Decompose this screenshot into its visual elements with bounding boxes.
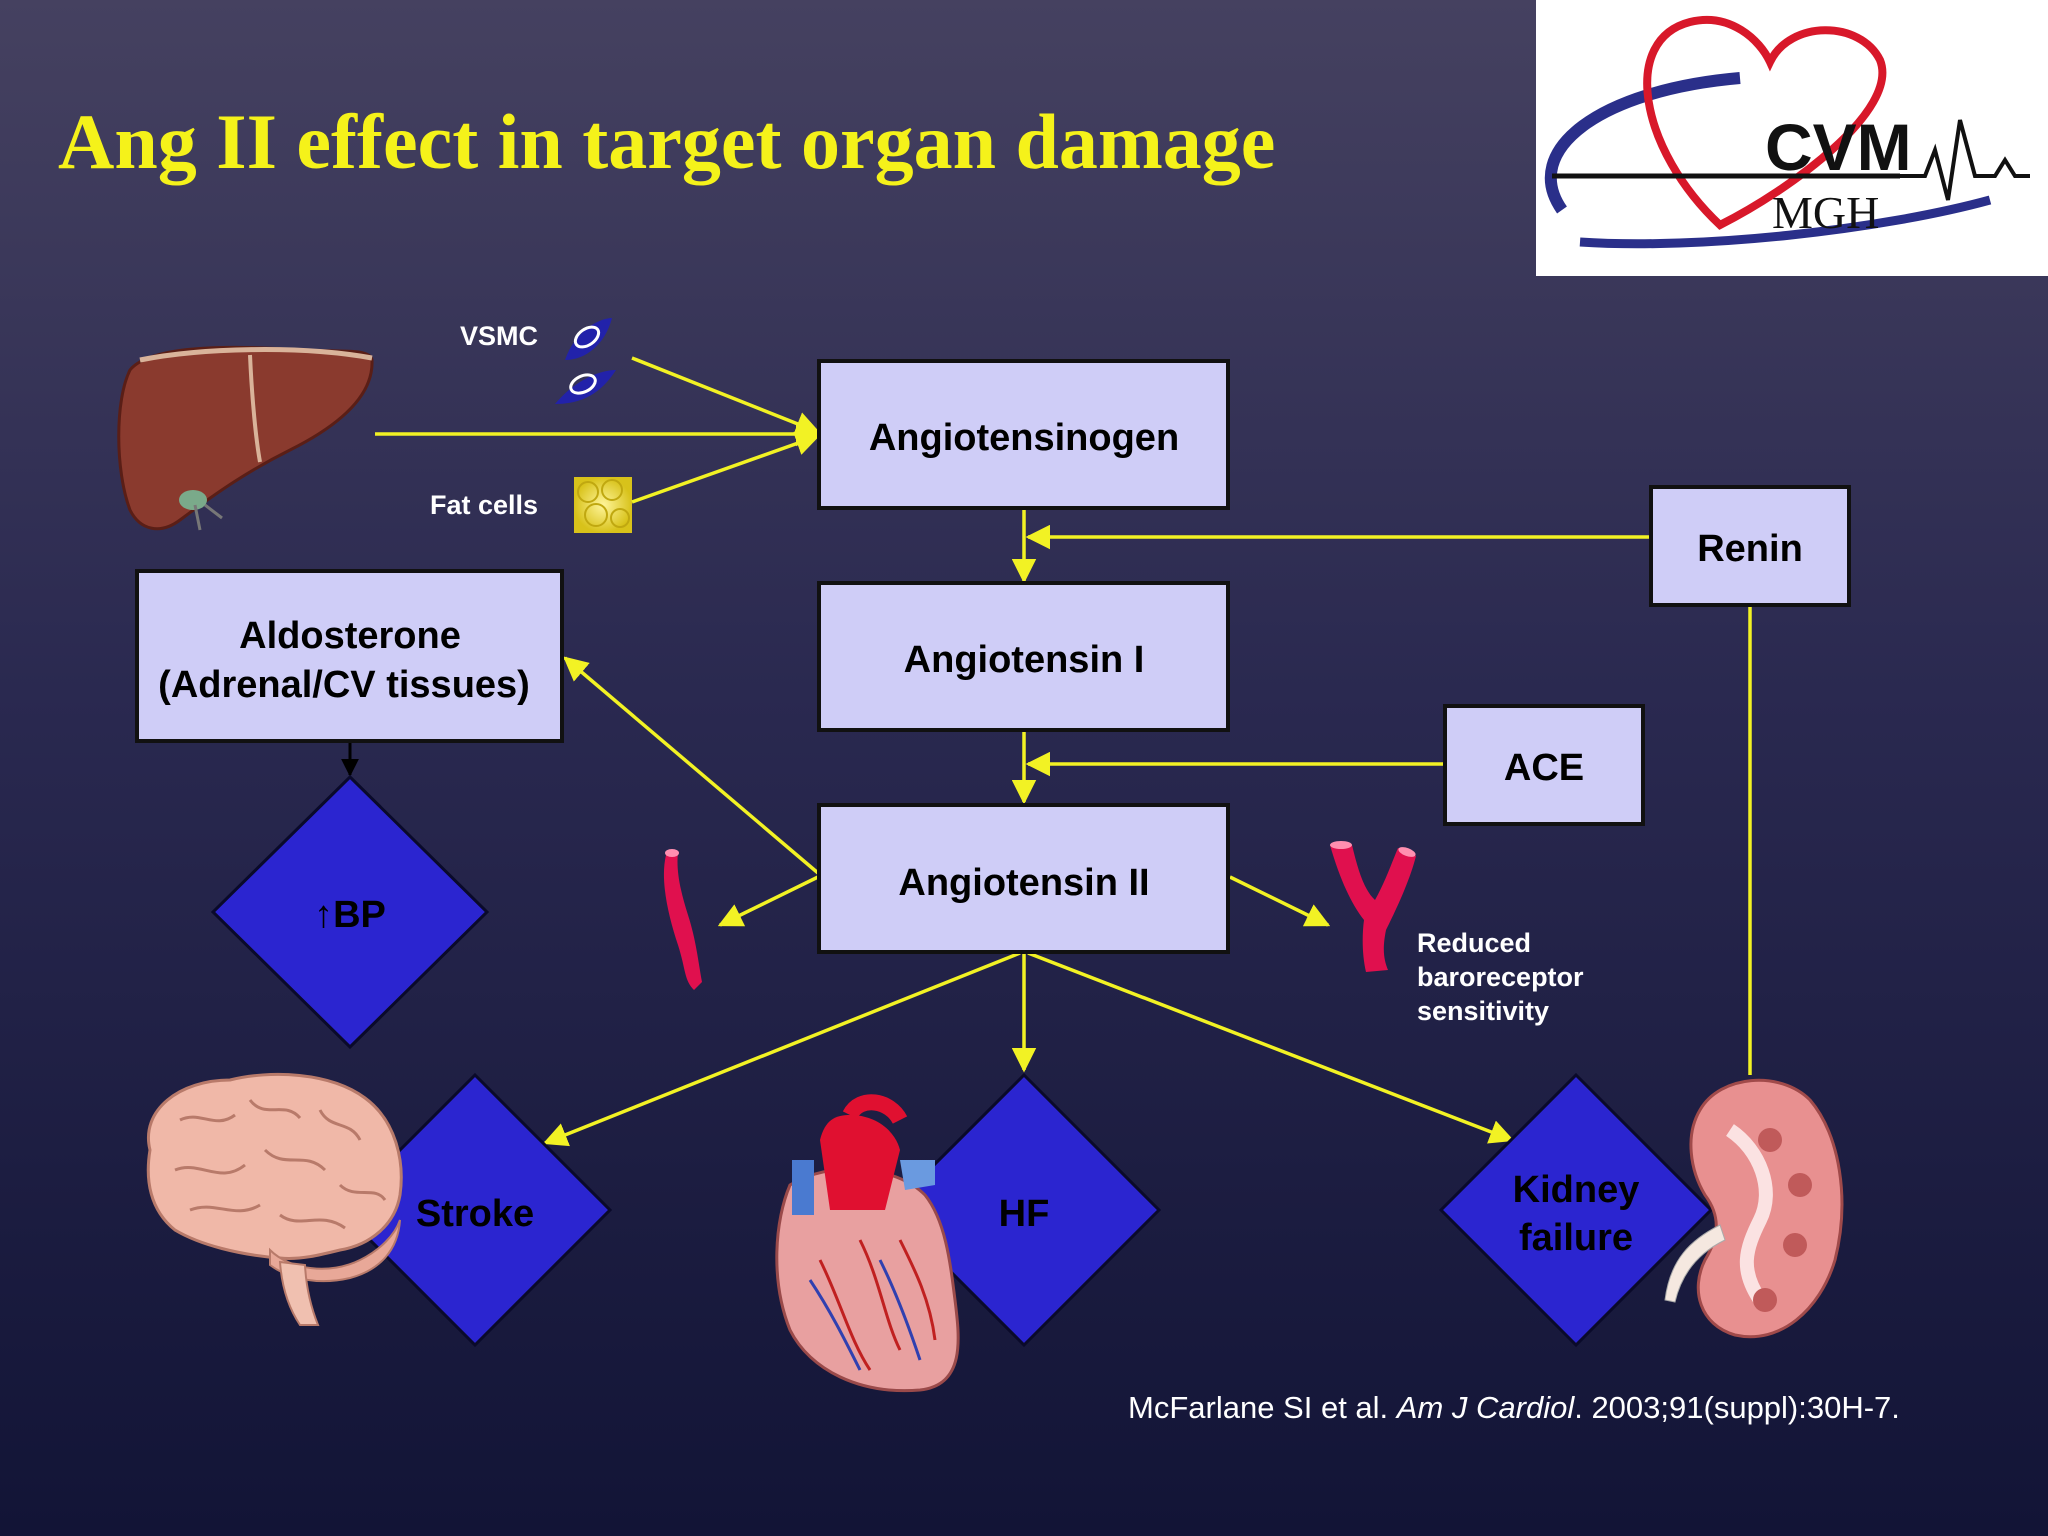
citation-journal: Am J Cardiol <box>1395 1390 1576 1425</box>
heart-icon <box>775 1094 960 1393</box>
outcome-stroke-label: Stroke <box>416 1193 534 1235</box>
arrow-to-vessel <box>717 875 819 927</box>
box-angiotensin-ii-label: Angiotensin II <box>898 862 1149 904</box>
box-ace-label: ACE <box>1504 747 1584 789</box>
baroreceptor-vessel-icon <box>1330 841 1416 972</box>
outcome-hf: HF <box>886 1072 1162 1348</box>
baroreceptor-label-line3: sensitivity <box>1417 996 1549 1026</box>
fat-cells-label: Fat cells <box>430 490 538 520</box>
box-angiotensinogen: Angiotensinogen <box>817 359 1230 510</box>
baroreceptor-label-line1: Reduced <box>1417 928 1531 958</box>
logo-text-cvm: CVM <box>1765 110 1912 184</box>
box-angiotensinogen-label: Angiotensinogen <box>869 417 1179 459</box>
box-renin-label: Renin <box>1697 528 1803 570</box>
outcome-kidney-failure-label-line1: Kidney <box>1513 1169 1640 1211</box>
box-ace: ACE <box>1443 704 1645 826</box>
outcome-hf-label: HF <box>999 1193 1050 1235</box>
blood-vessel-icon <box>663 849 702 990</box>
arrow-to-baroreceptor <box>1229 875 1331 927</box>
kidney-icon <box>1664 1078 1844 1339</box>
box-aldosterone-label: Aldosterone <box>239 615 461 657</box>
liver-icon <box>117 345 374 531</box>
outcome-kidney-failure: Kidney failure <box>1438 1072 1714 1348</box>
slide-title: Ang II effect in target organ damage <box>58 98 1275 185</box>
box-aldosterone-sublabel: (Adrenal/CV tissues) <box>158 664 530 706</box>
brain-icon <box>146 1072 403 1326</box>
baroreceptor-label-line2: baroreceptor <box>1417 962 1584 992</box>
box-angiotensin-i-label: Angiotensin I <box>904 639 1145 681</box>
fat-cells-icon <box>574 477 632 533</box>
vsmc-label: VSMC <box>460 321 538 351</box>
box-renin: Renin <box>1649 485 1851 607</box>
citation-details: . 2003;91(suppl):30H-7. <box>1574 1390 1900 1425</box>
arrows <box>341 356 1752 1147</box>
arrow-to-aldosterone <box>563 656 820 875</box>
arrow-vsmc-to-angiotensinogen <box>631 356 821 436</box>
box-aldosterone: Aldosterone (Adrenal/CV tissues) <box>135 569 564 743</box>
outcome-stroke: Stroke <box>337 1072 613 1348</box>
arrow-fat-to-angiotensinogen <box>631 431 821 504</box>
vsmc-cell-icon <box>555 318 616 404</box>
cvm-mgh-logo: CVM MGH <box>1536 0 2048 276</box>
citation-authors: McFarlane SI et al. <box>1128 1390 1397 1425</box>
box-angiotensin-i: Angiotensin I <box>817 581 1230 732</box>
outcome-bp: ↑BP <box>210 774 490 1050</box>
arrow-to-stroke <box>542 951 1021 1147</box>
arrow-to-kidney-failure <box>1027 951 1515 1144</box>
logo-text-mgh: MGH <box>1772 187 1879 238</box>
box-angiotensin-ii: Angiotensin II <box>817 803 1230 954</box>
citation: McFarlane SI et al. Am J Cardiol. 2003;9… <box>1128 1390 1900 1425</box>
outcome-kidney-failure-label-line2: failure <box>1519 1217 1633 1259</box>
outcome-bp-label: ↑BP <box>314 894 386 936</box>
